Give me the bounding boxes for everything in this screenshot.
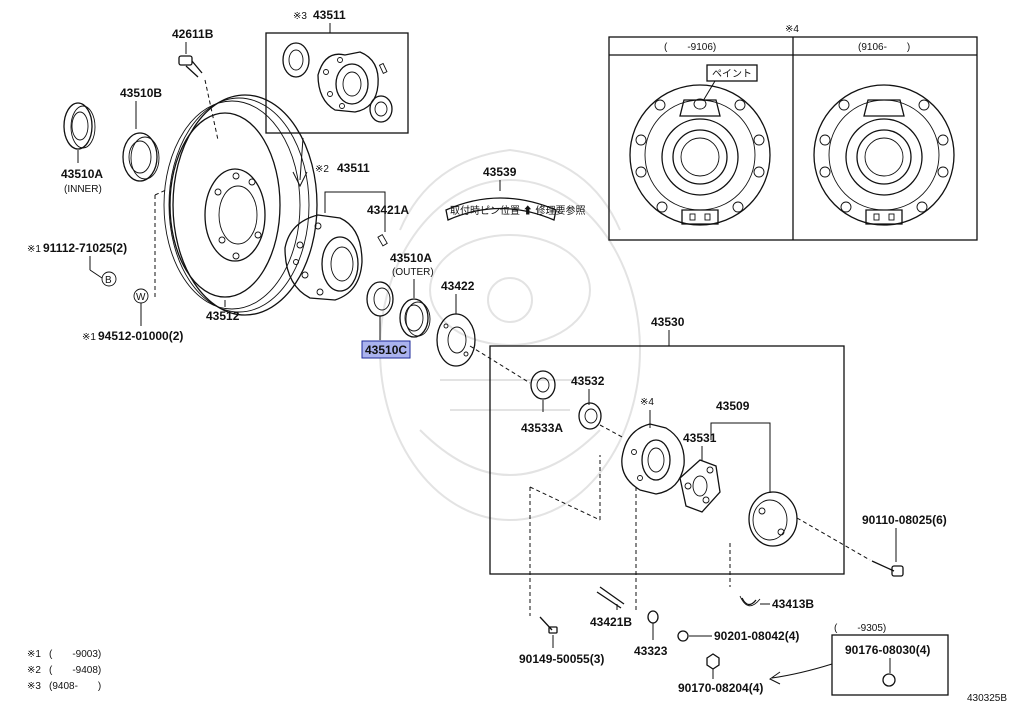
hub-kit-43530-box [489,345,845,575]
legend: ※1 ( -9003) ※2 ( -9408) ※3 (9408- ) [27,649,101,692]
oil-seal-43510A-inner [63,102,96,150]
marker-note1-b: ※1 [82,332,96,343]
circle-b-letter: B [105,275,112,286]
legend-range-2: ( -9408) [49,665,101,676]
part-label-90170[interactable]: 90170-08204(4) [678,681,763,695]
part-label-42611B[interactable]: 42611B [172,27,214,41]
part-label-43511-mid[interactable]: 43511 [337,161,370,175]
washer-43532 [578,402,602,430]
flange-43530 [621,423,685,495]
part-label-43421B[interactable]: 43421B [590,615,632,629]
range-box4-left: ( -9106) [664,42,716,53]
part-label-43530[interactable]: 43530 [651,315,685,329]
range-bolt-box: ( -9305) [834,623,886,634]
legend-mark-2: ※2 [27,665,41,676]
watermark-emblem [379,148,641,521]
part-label-90201[interactable]: 90201-08042(4) [714,629,799,643]
nut-90176 [882,673,896,687]
marker-note4-box: ※4 [785,24,799,35]
marker-note3-top: ※3 [293,11,307,22]
stud-top [378,62,388,74]
part-label-94512[interactable]: 94512-01000(2) [98,329,183,343]
brake-disc-43512 [163,94,318,316]
label-inner: (INNER) [64,184,102,195]
label-plate-text: 取付時ピン位置 ⬆ 修理要参照 [450,204,586,217]
part-label-43509[interactable]: 43509 [716,399,750,413]
hub-top [317,51,379,113]
nut-43533A [530,370,556,400]
part-label-90110[interactable]: 90110-08025(6) [862,513,947,527]
paint-callout-label: ペイント [712,69,752,80]
snap-ring-43413B [739,595,761,607]
part-label-43531[interactable]: 43531 [683,431,717,445]
variant-43511-box [265,32,409,134]
part-label-43323[interactable]: 43323 [634,644,668,658]
circle-w-letter: W [136,292,146,303]
bolt-90110 [871,560,904,577]
screw-90149 [539,616,558,634]
gasket-43531 [679,459,721,513]
seal-top-left [282,42,310,78]
label-outer: (OUTER) [392,267,434,278]
marker-note4-flange: ※4 [640,397,654,408]
part-label-43539[interactable]: 43539 [483,165,517,179]
cover-43509 [748,491,798,547]
legend-mark-3: ※3 [27,681,41,692]
part-label-43511-top[interactable]: 43511 [313,8,346,22]
axle-hub-43511 [284,214,363,301]
range-box4-right: (9106- ) [858,42,910,53]
part-label-43510B[interactable]: 43510B [120,86,162,100]
highlight-43510C[interactable] [361,340,411,359]
part-label-43510C[interactable]: 43510C [365,343,407,357]
part-label-43510A-outer[interactable]: 43510A [390,251,432,265]
bearing-top [369,95,393,123]
washer-90201 [677,630,689,642]
pin-43421A [377,234,388,247]
legend-mark-1: ※1 [27,649,41,660]
part-label-43422[interactable]: 43422 [441,279,475,293]
bearing-43510A-outer [399,298,431,338]
nut-90170 [706,653,720,670]
bearing-43510C [366,281,394,317]
part-label-43510A-inner[interactable]: 43510A [61,167,103,181]
nut-43323 [647,610,659,624]
flange-variant-left [629,84,771,226]
label-plate-43539 [445,197,557,221]
part-label-91112[interactable]: 91112-71025(2) [43,241,127,255]
part-label-43512[interactable]: 43512 [206,309,240,323]
flange-variant-right [813,84,955,226]
hub-bolt-42611B [178,55,203,78]
washer-43422 [436,313,476,367]
legend-range-1: ( -9003) [49,649,101,660]
marker-note2-mid: ※2 [315,164,329,175]
marker-note1-a: ※1 [27,244,41,255]
part-label-43421A[interactable]: 43421A [367,203,409,217]
paint-callout-box [706,64,758,82]
circle-b-icon [101,271,117,287]
bearing-43510B [122,132,160,182]
part-label-90149[interactable]: 90149-50055(3) [519,652,604,666]
legend-range-3: (9408- ) [49,681,101,692]
part-label-43413B[interactable]: 43413B [772,597,814,611]
bolt-variant-box [831,634,949,696]
diagram-id: 430325B [967,693,1007,704]
part-label-90176[interactable]: 90176-08030(4) [845,643,930,657]
part-label-43533A[interactable]: 43533A [521,421,563,435]
stud-43421B [596,586,625,609]
part-label-43532[interactable]: 43532 [571,374,605,388]
